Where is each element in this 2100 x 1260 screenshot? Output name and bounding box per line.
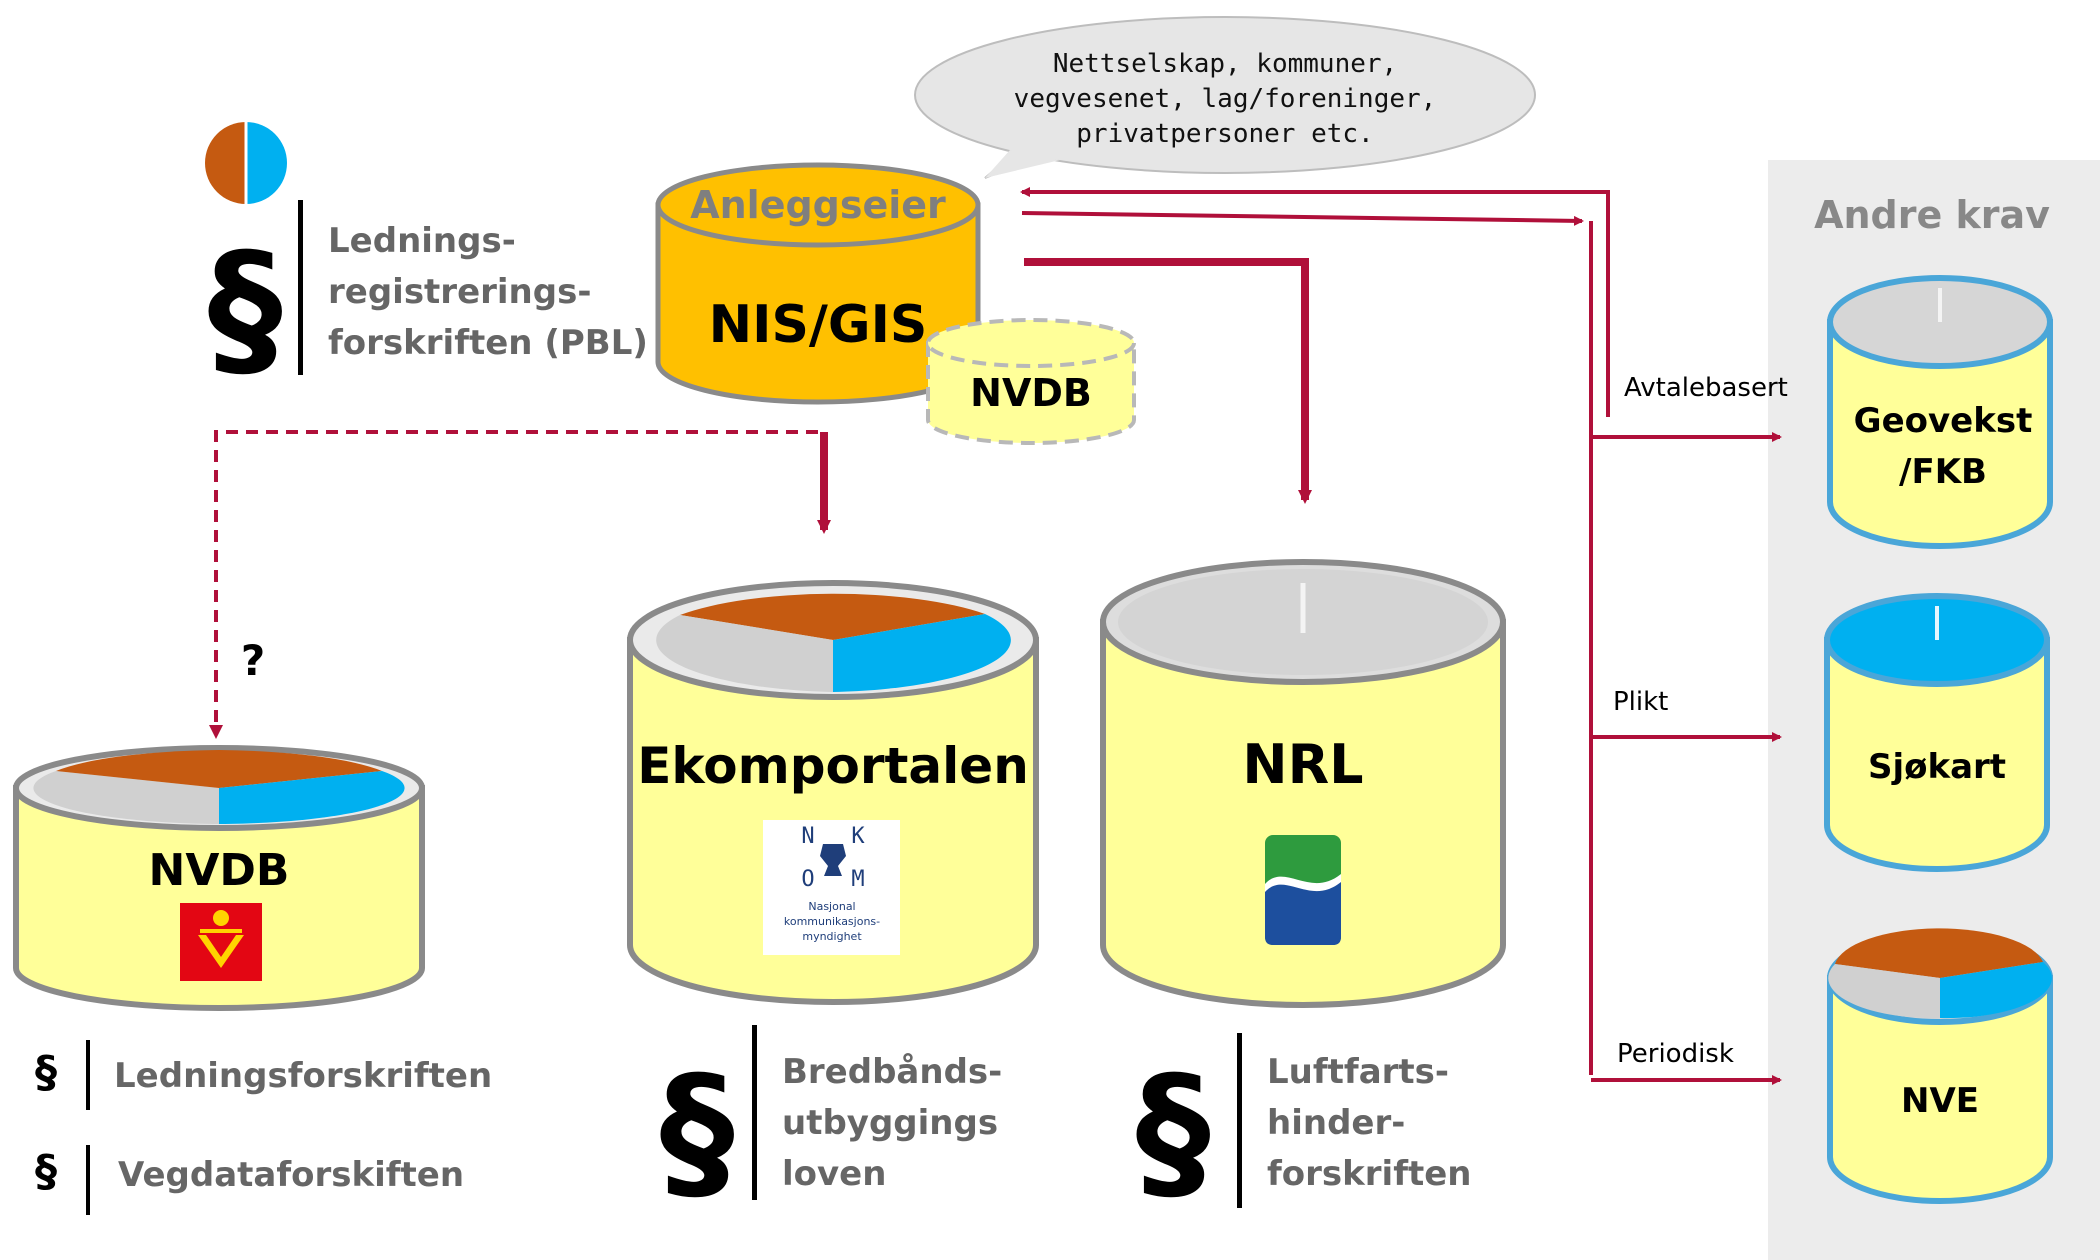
bubble-line-3: privatpersoner etc. xyxy=(1076,119,1373,149)
arrow-label-periodisk: Periodisk xyxy=(1617,1039,1734,1069)
nrl-cylinder: NRL xyxy=(1100,559,1506,1008)
arrow-label-plikt: Plikt xyxy=(1613,687,1668,717)
owners-speech-bubble: Nettselskap, kommuner, vegvesenet, lag/f… xyxy=(914,16,1536,179)
source-sub: NVDB xyxy=(970,371,1092,415)
arrow-from-source xyxy=(1021,211,1584,226)
lion-icon xyxy=(820,844,846,876)
question-mark: ? xyxy=(241,636,265,685)
regulation-nrl-line-1: Luftfarts- xyxy=(1267,1052,1449,1092)
nve-name: NVE xyxy=(1901,1081,1979,1121)
source-cylinder: Anleggseier NIS/GIS xyxy=(655,162,981,405)
nkom-letter-k: K xyxy=(851,824,865,849)
regulation-ekom-line-3: loven xyxy=(782,1154,886,1194)
geovekst-cylinder: Geovekst /FKB xyxy=(1827,275,2053,549)
geovekst-line-1: Geovekst xyxy=(1854,401,2033,441)
sjokart-name: Sjøkart xyxy=(1868,747,2006,787)
nkom-line-2: kommunikasjons- xyxy=(784,915,880,928)
ekom-name: Ekomportalen xyxy=(637,737,1029,795)
pie-icon xyxy=(205,122,287,204)
nkom-line-3: myndighet xyxy=(802,930,862,943)
paragraph-icon: § xyxy=(1136,1045,1211,1219)
nkom-logo: N K O M Nasjonal kommunikasjons- myndigh… xyxy=(763,820,900,955)
statens-vegvesen-logo xyxy=(180,903,262,981)
divider xyxy=(1237,1033,1242,1208)
bubble-line-2: vegvesenet, lag/foreninger, xyxy=(1014,84,1437,114)
nkom-letter-n: N xyxy=(801,824,814,849)
regulation-nvdb-1: Ledningsforskriften xyxy=(114,1056,492,1096)
nrl-name: NRL xyxy=(1242,733,1363,796)
source-title: Anleggseier xyxy=(690,183,946,227)
arrow-label-avtalebasert: Avtalebasert xyxy=(1624,373,1788,403)
source-nvdb-cylinder: NVDB xyxy=(926,318,1136,445)
nkom-line-1: Nasjonal xyxy=(808,900,855,913)
ekom-cylinder: Ekomportalen N K O M Nasjonal kommunikas… xyxy=(627,580,1039,1005)
regulation-nvdb-2: Vegdataforskiften xyxy=(118,1155,464,1195)
regulation-nrl-line-3: forskriften xyxy=(1267,1154,1472,1194)
paragraph-icon: § xyxy=(35,1146,57,1197)
nvdb-cylinder: NVDB xyxy=(13,745,425,1011)
regulation-top-line-1: Lednings- xyxy=(328,221,516,261)
divider xyxy=(298,200,303,375)
sjokart-cylinder: Sjøkart xyxy=(1824,593,2050,872)
nve-cylinder: NVE xyxy=(1827,928,2053,1204)
paragraph-icon: § xyxy=(660,1045,735,1219)
nkom-letter-o: O xyxy=(801,867,814,892)
regulation-ekom-line-1: Bredbånds- xyxy=(782,1052,1002,1092)
regulation-ekom-line-2: utbyggings xyxy=(782,1103,998,1143)
bubble-line-1: Nettselskap, kommuner, xyxy=(1053,49,1397,79)
nkom-letter-m: M xyxy=(851,867,864,892)
arrow-to-nrl xyxy=(1024,258,1312,504)
arrow-to-nvdb-dashed xyxy=(209,430,818,739)
kartverket-logo xyxy=(1265,835,1341,945)
regulation-top-line-3: forskriften (PBL) xyxy=(328,323,648,363)
divider xyxy=(86,1040,90,1110)
paragraph-icon: § xyxy=(35,1047,57,1098)
paragraph-icon: § xyxy=(208,222,283,396)
divider xyxy=(752,1025,757,1200)
regulation-nrl-line-2: hinder- xyxy=(1267,1103,1405,1143)
regulation-top-line-2: registrerings- xyxy=(328,272,591,312)
arrow-back-to-source xyxy=(1020,187,1610,417)
divider xyxy=(86,1145,90,1215)
geovekst-line-2: /FKB xyxy=(1899,452,1987,492)
source-name: NIS/GIS xyxy=(709,295,928,355)
nvdb-name: NVDB xyxy=(149,845,290,896)
other-requirements-title: Andre krav xyxy=(1814,193,2050,237)
